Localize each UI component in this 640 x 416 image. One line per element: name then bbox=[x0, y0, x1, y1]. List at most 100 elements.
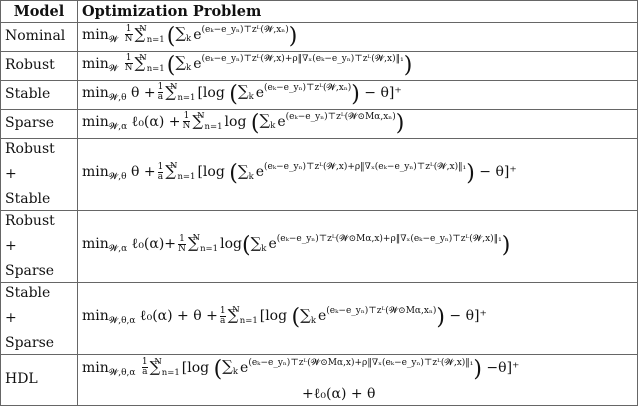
min-subscript: 𝓦,θ bbox=[108, 92, 127, 103]
open-paren: ( bbox=[241, 233, 251, 259]
tail-terms: − θ]⁺ bbox=[359, 84, 402, 101]
model-name-part: Robust bbox=[5, 212, 55, 229]
log-term: [log bbox=[197, 164, 230, 181]
open-paren: ( bbox=[229, 81, 238, 107]
model-name: HDL bbox=[5, 371, 38, 388]
header-model: Model bbox=[0, 0, 78, 23]
min-operator: min bbox=[82, 55, 109, 72]
open-paren: ( bbox=[213, 356, 223, 382]
model-cell: HDL bbox=[0, 354, 78, 406]
summation-symbol: ∑Nn=1 bbox=[227, 305, 258, 327]
inner-summation: ∑k bbox=[300, 305, 316, 326]
min-operator: min bbox=[82, 164, 109, 181]
log-term: [log bbox=[197, 84, 230, 101]
open-paren: ( bbox=[250, 110, 260, 136]
min-operator: min bbox=[82, 308, 109, 325]
inner-summation: ∑k bbox=[222, 357, 239, 378]
model-name-part: Stable bbox=[5, 191, 51, 208]
open-paren: ( bbox=[166, 23, 176, 49]
model-name-stack: Stable+Sparse bbox=[5, 284, 73, 354]
summation-symbol: ∑Nn=1 bbox=[134, 23, 165, 45]
exp-base: e bbox=[277, 113, 286, 130]
exp-base: e bbox=[255, 84, 265, 101]
prefix-terms: ℓ₀(α)+ bbox=[131, 236, 177, 253]
summation-symbol: ∑Nn=1 bbox=[165, 81, 196, 103]
min-operator: min bbox=[82, 26, 109, 43]
min-subscript: 𝓦,θ,α bbox=[108, 316, 136, 327]
inner-summation: ∑k bbox=[237, 161, 254, 182]
min-subscript: 𝓦,α bbox=[108, 244, 128, 255]
close-paren: ) bbox=[351, 81, 360, 107]
min-operator: min bbox=[82, 236, 109, 253]
exp-base: e bbox=[268, 236, 277, 253]
exp-base: e bbox=[193, 55, 202, 72]
min-subscript: 𝓦,α bbox=[108, 121, 128, 132]
prefix-terms: ℓ₀(α) + bbox=[131, 113, 181, 130]
model-cell: Nominal bbox=[0, 22, 78, 52]
model-name: Sparse bbox=[5, 115, 55, 132]
prefix-terms: θ + bbox=[130, 164, 156, 181]
exponent: (eₖ−e_yₙ)⊤zᴸ(𝓦,xₙ) bbox=[201, 24, 289, 35]
log-term: log bbox=[220, 236, 242, 253]
close-paren: ) bbox=[403, 52, 413, 78]
close-paren: ) bbox=[473, 356, 482, 382]
close-paren: ) bbox=[288, 23, 298, 49]
exponent: (eₖ−e_yₙ)⊤zᴸ(𝓦,xₙ) bbox=[264, 82, 352, 93]
model-name: Stable bbox=[5, 86, 51, 103]
exponent: (eₖ−e_yₙ)⊤zᴸ(𝓦⊙Mα,xₙ) bbox=[326, 306, 437, 317]
summation-symbol: ∑Nn=1 bbox=[134, 52, 165, 74]
log-term: log bbox=[224, 113, 251, 130]
log-term: [log bbox=[181, 359, 214, 376]
exponent: (eₖ−e_yₙ)⊤zᴸ(𝓦⊙Mα,x)+ρ‖∇ₓ(eₖ−e_yₙ)⊤zᴸ(𝓦,… bbox=[276, 234, 502, 245]
min-operator: min bbox=[82, 84, 109, 101]
min-subscript: 𝓦,θ bbox=[108, 172, 127, 183]
exp-base: e bbox=[193, 26, 202, 43]
inner-summation: ∑k bbox=[237, 82, 254, 103]
prefix-terms: θ + bbox=[130, 84, 156, 101]
log-term: [log bbox=[259, 308, 292, 325]
close-paren: ) bbox=[436, 305, 445, 331]
inner-summation: ∑k bbox=[259, 111, 276, 132]
model-name-part: Robust bbox=[5, 140, 55, 157]
model-name-part: + bbox=[5, 237, 17, 254]
model-cell: Sparse bbox=[0, 109, 78, 139]
exponent: (eₖ−e_yₙ)⊤zᴸ(𝓦,x)+ρ‖∇ₓ(eₖ−e_yₙ)⊤zᴸ(𝓦,x)‖… bbox=[201, 53, 404, 64]
exponent: (eₖ−e_yₙ)⊤zᴸ(𝓦⊙Mα,xₙ) bbox=[285, 111, 396, 122]
model-name: Robust bbox=[5, 57, 55, 74]
inner-summation: ∑k bbox=[175, 53, 192, 74]
exp-base: e bbox=[240, 359, 249, 376]
tail-terms: − θ]⁺ bbox=[444, 308, 487, 325]
model-name-part: Stable bbox=[5, 284, 51, 301]
header-optimization-problem: Optimization Problem bbox=[77, 0, 638, 23]
model-name-part: + bbox=[5, 165, 17, 182]
model-cell: Robust+Sparse bbox=[0, 210, 78, 283]
prefix-terms: ℓ₀(α) + θ + bbox=[139, 308, 218, 325]
exp-base: e bbox=[255, 164, 265, 181]
min-subscript: 𝓦 bbox=[108, 63, 119, 74]
open-paren: ( bbox=[291, 305, 301, 331]
close-paren: ) bbox=[466, 161, 475, 187]
close-paren: ) bbox=[501, 233, 511, 259]
model-name-part: Sparse bbox=[5, 335, 55, 352]
model-cell: Robust bbox=[0, 51, 78, 81]
formula-continuation: +ℓ₀(α) + θ bbox=[302, 386, 376, 403]
